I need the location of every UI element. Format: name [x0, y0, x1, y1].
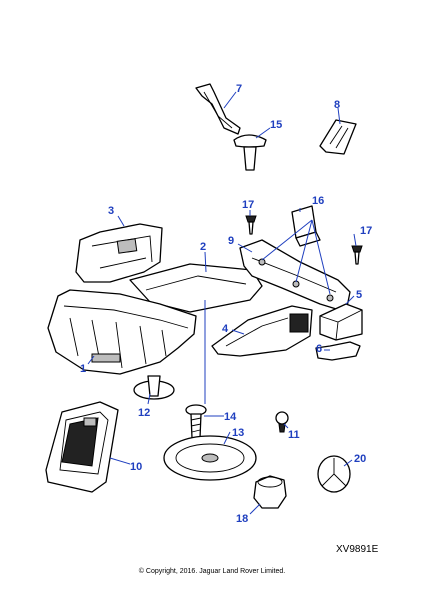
leader-lines — [87, 91, 357, 515]
callout-16: 16 — [312, 195, 324, 207]
callout-20: 20 — [354, 453, 366, 465]
part-7-bracket — [195, 83, 241, 135]
part-11-clip — [275, 411, 289, 433]
callout-14: 14 — [224, 411, 237, 423]
part-20-disk — [317, 455, 351, 493]
callout-5: 5 — [356, 289, 362, 301]
callout-7: 7 — [236, 83, 242, 95]
part-3-side-trim — [75, 223, 163, 283]
callout-12: 12 — [138, 407, 150, 419]
callout-1: 1 — [80, 363, 86, 375]
drawing-code: XV9891E — [336, 544, 379, 555]
callout-6: 6 — [316, 343, 322, 355]
callout-18: 18 — [236, 513, 248, 525]
part-5-insert — [319, 303, 363, 341]
part-4-side-trim — [211, 305, 313, 357]
part-15-clip — [233, 134, 267, 171]
callout-13: 13 — [232, 427, 244, 439]
callout-9: 9 — [228, 235, 234, 247]
callout-17-left: 17 — [242, 199, 254, 211]
callout-10: 10 — [130, 461, 142, 473]
callouts: 7 8 15 17 16 17 3 2 9 5 4 6 1 12 14 11 1… — [80, 83, 372, 525]
callout-8: 8 — [334, 99, 340, 111]
part-14-bolt — [185, 404, 207, 439]
part-12-clip — [133, 375, 175, 400]
part-6-bracket — [315, 341, 361, 361]
callout-11: 11 — [288, 429, 300, 441]
callout-2: 2 — [200, 241, 206, 253]
part-10-tray — [45, 401, 119, 493]
part-8-bracket — [319, 119, 357, 155]
part-13-bowl — [163, 435, 257, 481]
callout-3: 3 — [108, 205, 114, 217]
part-17-fastener-right — [351, 245, 363, 265]
part-9-rear-panel — [239, 239, 351, 313]
copyright-notice: © Copyright, 2016. Jaguar Land Rover Lim… — [138, 568, 286, 575]
callout-17-right: 17 — [360, 225, 372, 237]
callout-4: 4 — [222, 323, 229, 335]
part-1-rear-trim — [47, 289, 197, 375]
part-17-fastener-left — [245, 215, 257, 235]
part-16-bracket — [291, 205, 321, 247]
part-18-knob — [253, 475, 287, 509]
callout-15: 15 — [270, 119, 282, 131]
